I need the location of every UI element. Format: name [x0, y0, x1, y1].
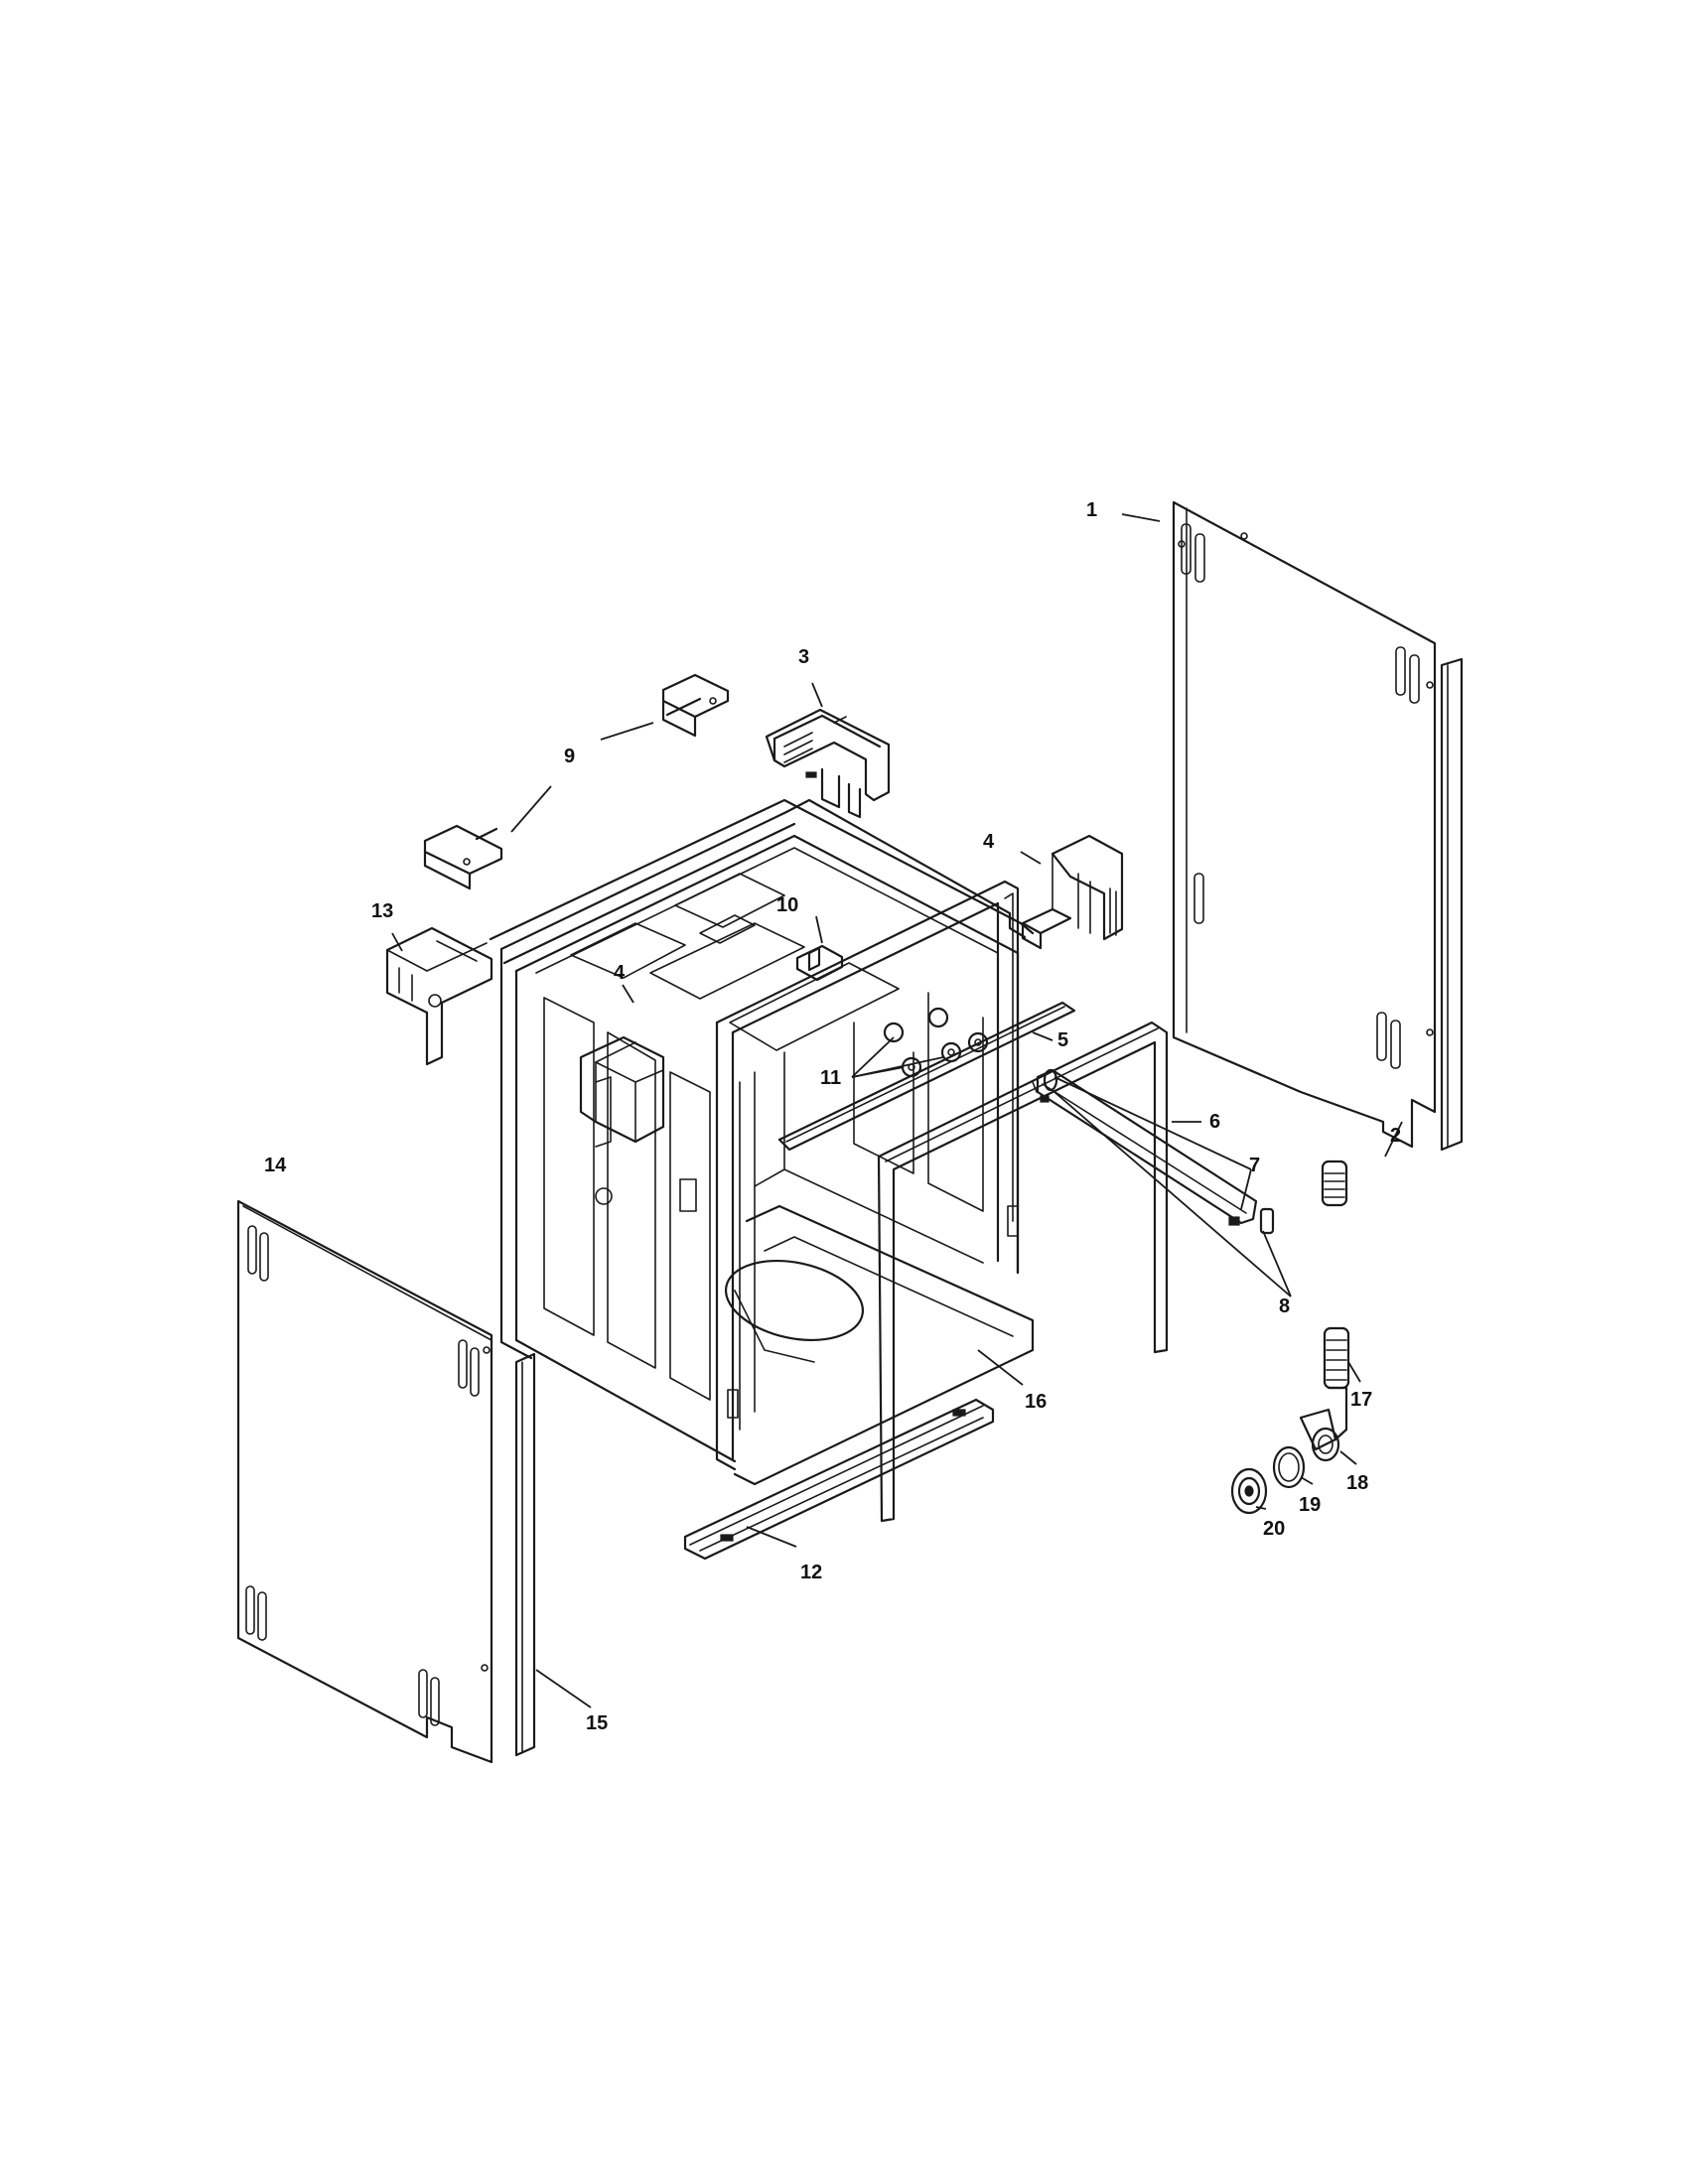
part-19-ring-gasket — [1272, 1445, 1306, 1489]
leader-lines — [391, 513, 1403, 1708]
callout-3: 3 — [798, 646, 809, 668]
callout-18: 18 — [1346, 1472, 1368, 1494]
part-7-spray-arm-tube — [1032, 1068, 1258, 1225]
part-14-left-side-panel — [236, 1199, 493, 1764]
callout-14: 14 — [264, 1155, 287, 1176]
part-4-bracket-left — [579, 1035, 665, 1144]
callout-7: 7 — [1249, 1155, 1260, 1176]
part-6-door-gasket — [877, 1021, 1169, 1523]
part-9-mounting-brackets — [423, 673, 730, 890]
part-1-right-side-panel — [1172, 500, 1437, 1149]
callout-15: 15 — [586, 1712, 608, 1734]
part-20-nut — [1230, 1467, 1268, 1515]
part-15-left-trim-strip — [514, 1352, 536, 1757]
part-18-elbow-fitting — [1299, 1386, 1348, 1462]
part-3-top-bracket — [765, 708, 891, 819]
callout-20: 20 — [1263, 1518, 1285, 1540]
callout-11: 11 — [820, 1067, 841, 1089]
callout-13: 13 — [371, 900, 393, 922]
part-2-right-trim-strip — [1440, 657, 1464, 1152]
tub-assembly — [489, 798, 1035, 1486]
callout-17: 17 — [1350, 1389, 1372, 1411]
callout-labels: 1 2 3 4 4 5 6 7 8 9 10 11 12 13 14 15 16… — [264, 499, 1401, 1734]
part-17-hose-connector — [1321, 1160, 1350, 1390]
callout-6: 6 — [1209, 1111, 1220, 1133]
part-5-rack-rail — [777, 1001, 1076, 1152]
part-4-bracket-upper — [1021, 834, 1124, 950]
callout-12: 12 — [800, 1562, 822, 1583]
callout-16: 16 — [1025, 1391, 1047, 1413]
callout-9: 9 — [564, 746, 575, 767]
part-8-tube-clips — [1040, 1095, 1275, 1235]
callout-10: 10 — [776, 894, 798, 916]
callout-8: 8 — [1279, 1296, 1290, 1317]
callout-5: 5 — [1057, 1029, 1068, 1051]
callout-4-upper: 4 — [983, 831, 995, 853]
callout-2: 2 — [1390, 1125, 1401, 1147]
callout-1: 1 — [1086, 499, 1097, 521]
part-13-left-bracket — [385, 926, 493, 1066]
part-12-bottom-rail — [683, 1398, 995, 1561]
callout-4-left: 4 — [614, 962, 626, 984]
part-10-latch-strike — [795, 944, 844, 982]
callout-19: 19 — [1299, 1494, 1321, 1516]
